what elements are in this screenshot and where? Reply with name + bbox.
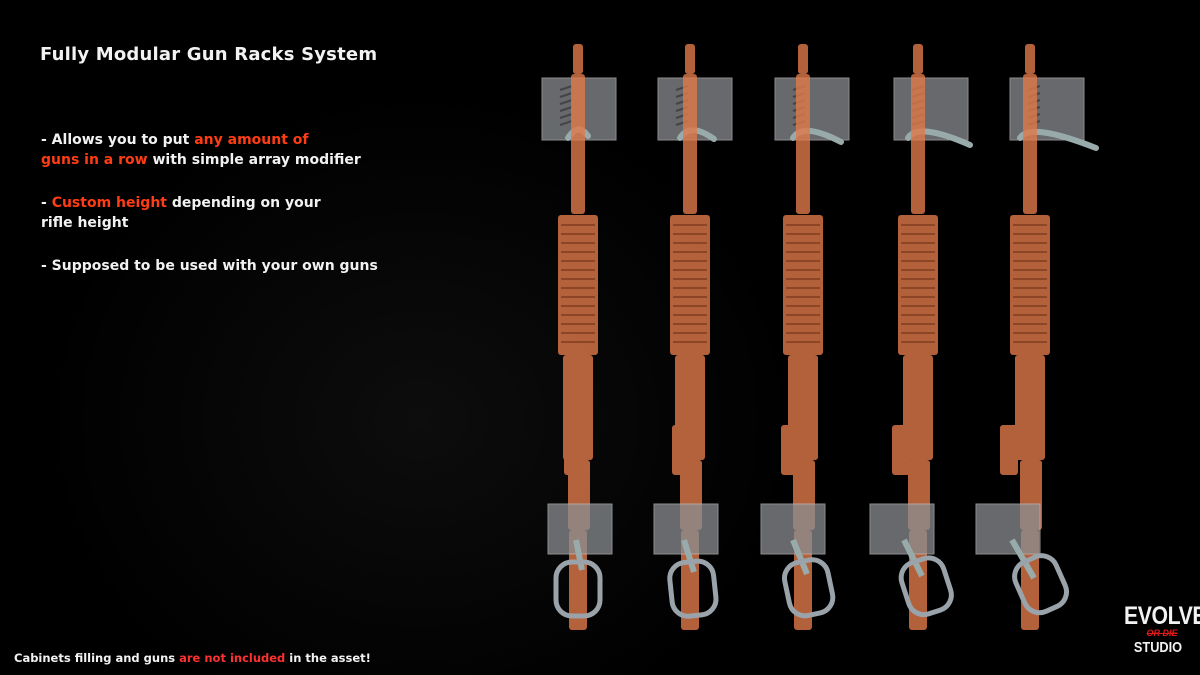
rack-spring bbox=[559, 106, 573, 112]
bottom-rack-arm bbox=[790, 538, 810, 576]
bottom-rack-arm bbox=[573, 539, 585, 571]
rack-spring bbox=[559, 99, 573, 105]
rifle bbox=[892, 44, 938, 630]
bottom-rack-loop bbox=[553, 559, 603, 619]
top-rack-hook bbox=[905, 128, 973, 148]
bottom-rack-plate bbox=[975, 503, 1041, 555]
rack-spring bbox=[559, 120, 573, 126]
rifle bbox=[1000, 44, 1050, 630]
top-rack-plate bbox=[1009, 77, 1085, 141]
bottom-rack-loop bbox=[898, 555, 954, 618]
bottom-rack-arm bbox=[901, 538, 925, 578]
rack-spring bbox=[559, 113, 573, 119]
rifle bbox=[781, 44, 823, 630]
bottom-rack-loop bbox=[1012, 553, 1070, 616]
bottom-rack-arm bbox=[1009, 538, 1037, 580]
page-title: Fully Modular Gun Racks System bbox=[40, 44, 378, 65]
gun-racks-render bbox=[541, 44, 1099, 630]
bottom-rack-plate bbox=[869, 503, 935, 555]
studio-logo: EVOLVE OR DIE STUDIO bbox=[1124, 602, 1200, 656]
rack-spring bbox=[559, 85, 573, 91]
bottom-rack-loop bbox=[667, 558, 719, 619]
top-rack-hook bbox=[1017, 128, 1099, 151]
rifle bbox=[558, 44, 598, 630]
bottom-rack-arm bbox=[681, 539, 697, 573]
rack-spring bbox=[559, 92, 573, 98]
disclaimer: Cabinets filling and guns are not includ… bbox=[14, 651, 371, 665]
feature-own-guns: - Supposed to be used with your own guns bbox=[41, 258, 378, 274]
bottom-rack-loop bbox=[782, 557, 836, 619]
